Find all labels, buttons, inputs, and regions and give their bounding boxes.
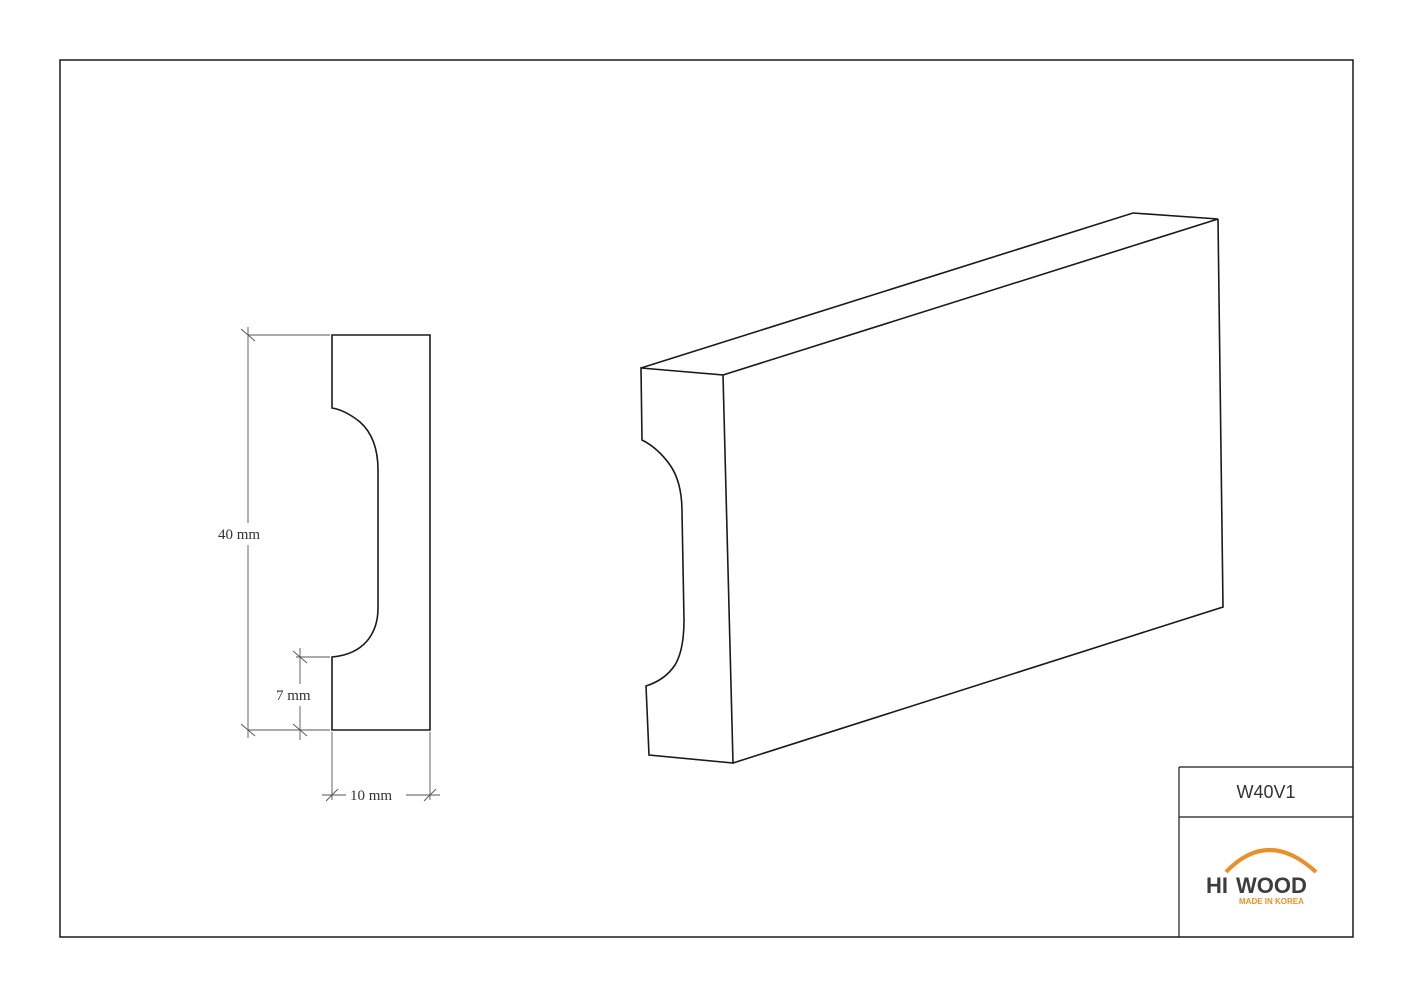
- dimension-labels: 40 mm 7 mm 10 mm: [214, 523, 406, 805]
- bottom-offset-dimension-label: 7 mm: [276, 688, 311, 704]
- hiwood-logo: HI WOOD MADE IN KOREA: [1206, 848, 1318, 906]
- drawing-frame: [59, 59, 1354, 938]
- iso-right-edge: [732, 218, 1224, 764]
- title-block: [1178, 766, 1353, 937]
- width-dimension-label: 10 mm: [350, 788, 392, 804]
- isometric-view: [640, 212, 1224, 764]
- profile-section: [331, 334, 431, 731]
- logo-brand-hi: HI: [1206, 873, 1228, 898]
- logo-brand-wood: WOOD: [1236, 873, 1307, 898]
- iso-end-profile: [640, 367, 734, 764]
- logo-arc: [1224, 848, 1318, 874]
- product-code: W40V1: [1236, 781, 1296, 802]
- height-dimension-label: 40 mm: [218, 527, 260, 543]
- iso-top-face: [640, 212, 1219, 376]
- logo-tagline: MADE IN KOREA: [1239, 897, 1304, 906]
